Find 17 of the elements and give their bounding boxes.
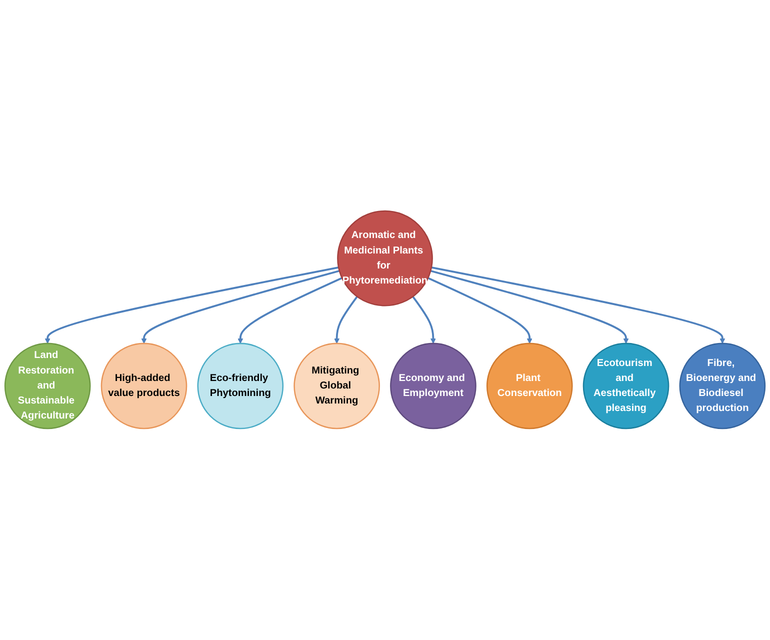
node-circle: Land Restoration and Sustainable Agriculture: [4, 343, 91, 430]
arrow: [238, 277, 342, 344]
arrow: [428, 277, 532, 344]
node-circle: Eco-friendly Phytomining: [197, 343, 284, 430]
node-circle: Plant Conservation: [486, 343, 573, 430]
arrow: [44, 266, 339, 344]
node-circle: Economy and Employment: [390, 343, 476, 430]
arrow: [431, 266, 726, 344]
node-circle: Aromatic and Medicinal Plants for Phytoremediation: [337, 210, 433, 306]
node-circle: Fibre, Bioenergy and Biodiesel production: [679, 343, 766, 430]
arrow: [141, 270, 340, 344]
arrow: [334, 296, 358, 344]
node-circle: Ecotourism and Aesthetically pleasing: [582, 343, 670, 430]
node-circle: High-added value products: [100, 343, 188, 430]
arrow: [412, 296, 436, 344]
arrow: [430, 270, 629, 344]
node-circle: Mitigating Global Warming: [294, 343, 380, 430]
